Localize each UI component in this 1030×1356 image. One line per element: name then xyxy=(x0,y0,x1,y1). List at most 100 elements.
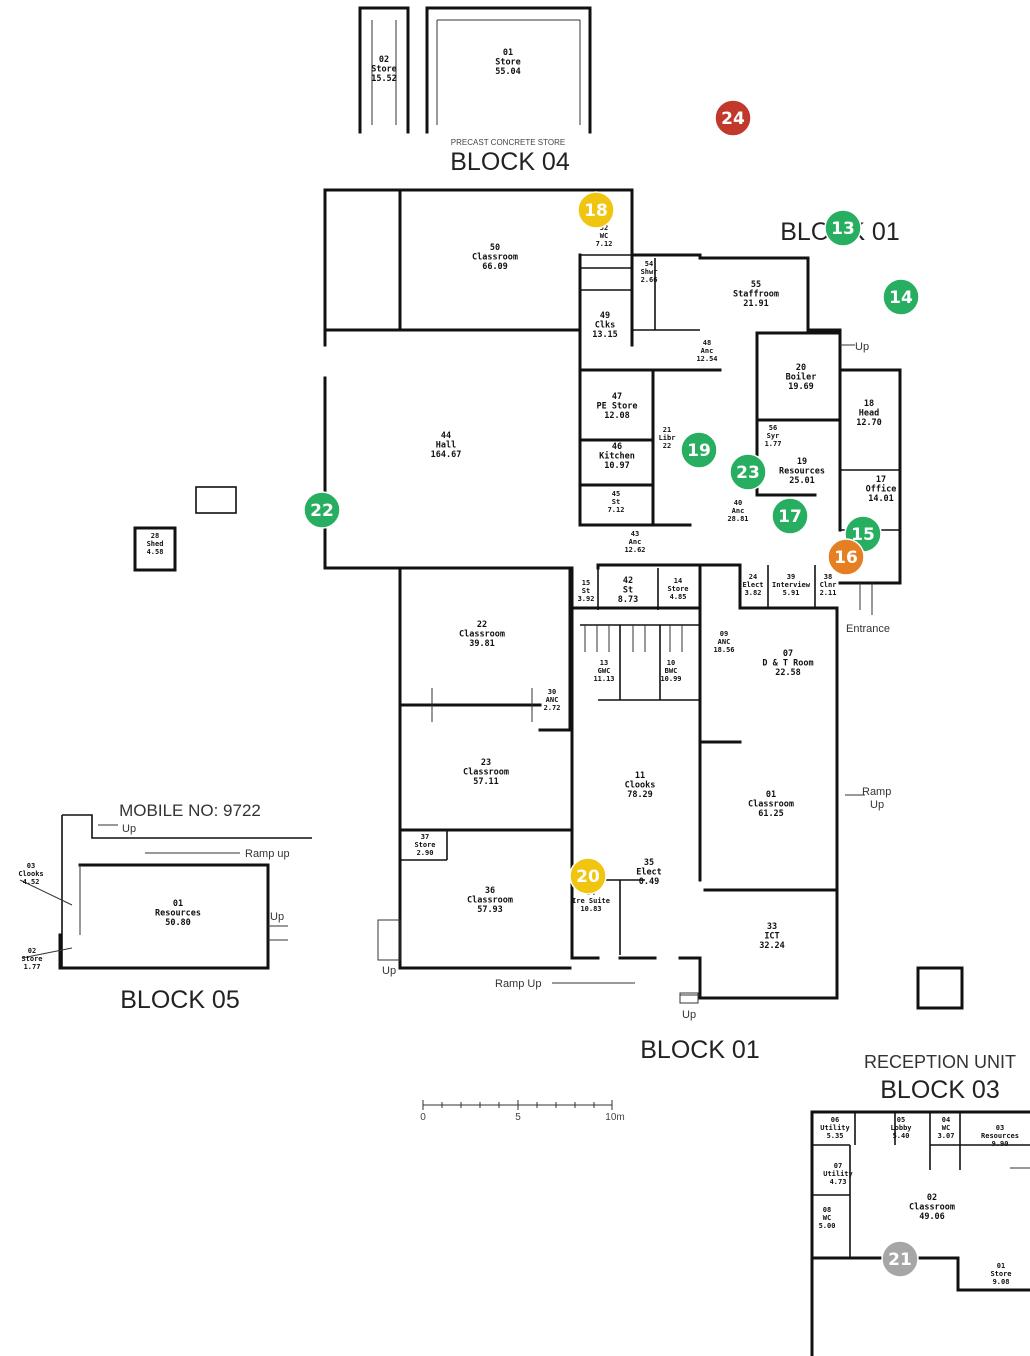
marker-24-number: 24 xyxy=(721,109,745,129)
marker-18-circle[interactable] xyxy=(577,191,615,229)
up-note-southwest: Up xyxy=(382,965,396,977)
ramp-note: Ramp xyxy=(862,786,891,798)
marker-21[interactable]: 21 xyxy=(881,1240,919,1278)
block-01-building xyxy=(323,188,902,1004)
marker-19-number: 19 xyxy=(687,441,711,461)
mobile-number-label: MOBILE NO: 9722 xyxy=(119,801,261,820)
marker-22[interactable]: 22 xyxy=(303,491,341,529)
scale-bar: 0 5 10m xyxy=(420,1100,625,1123)
marker-22-circle[interactable] xyxy=(303,491,341,529)
marker-21-circle[interactable] xyxy=(881,1240,919,1278)
marker-23-number: 23 xyxy=(736,463,760,483)
entrance-note: Entrance xyxy=(846,623,890,635)
up-note-mobile: Up xyxy=(122,823,136,835)
marker-19-circle[interactable] xyxy=(680,431,718,469)
block-03-label: BLOCK 03 xyxy=(880,1076,1000,1104)
block-01-south-label: BLOCK 01 xyxy=(640,1036,760,1064)
block-03-building xyxy=(810,1110,1030,1356)
marker-15-number: 15 xyxy=(851,525,875,545)
marker-22-number: 22 xyxy=(310,501,334,521)
marker-14-circle[interactable] xyxy=(882,278,920,316)
marker-20-circle[interactable] xyxy=(569,857,607,895)
block-05-label: BLOCK 05 xyxy=(120,986,240,1014)
ramp-up-note: Up xyxy=(870,799,884,811)
marker-18[interactable]: 18 xyxy=(577,191,615,229)
block-05-building xyxy=(19,814,312,970)
marker-16-circle[interactable] xyxy=(827,538,865,576)
marker-14[interactable]: 14 xyxy=(882,278,920,316)
marker-24-circle[interactable] xyxy=(714,99,752,137)
marker-17[interactable]: 17 xyxy=(771,497,809,535)
marker-20[interactable]: 20 xyxy=(569,857,607,895)
block-04-label: BLOCK 04 xyxy=(450,148,570,176)
marker-23[interactable]: 23 xyxy=(729,453,767,491)
marker-13[interactable]: 13 xyxy=(824,209,862,247)
scale-ten: 10m xyxy=(605,1112,624,1123)
scale-five: 5 xyxy=(515,1112,521,1123)
marker-17-number: 17 xyxy=(778,507,802,527)
marker-17-circle[interactable] xyxy=(771,497,809,535)
marker-16[interactable]: 16 xyxy=(827,538,865,576)
marker-19[interactable]: 19 xyxy=(680,431,718,469)
marker-18-number: 18 xyxy=(584,201,608,221)
marker-13-circle[interactable] xyxy=(824,209,862,247)
up-note-north: Up xyxy=(855,341,869,353)
marker-23-circle[interactable] xyxy=(729,453,767,491)
up-note-mobile-east: Up xyxy=(270,911,284,923)
marker-21-number: 21 xyxy=(888,1250,912,1270)
marker-13-number: 13 xyxy=(831,219,855,239)
ramp-up-south-note: Ramp Up xyxy=(495,978,541,990)
marker-14-number: 14 xyxy=(889,288,913,308)
marker-16-number: 16 xyxy=(834,548,858,568)
marker-24[interactable]: 24 xyxy=(714,99,752,137)
block-04-subtitle: PRECAST CONCRETE STORE xyxy=(451,138,565,147)
ramp-up-mobile-note: Ramp up xyxy=(245,848,290,860)
scale-zero: 0 xyxy=(420,1112,426,1123)
outbuildings xyxy=(133,486,964,1010)
